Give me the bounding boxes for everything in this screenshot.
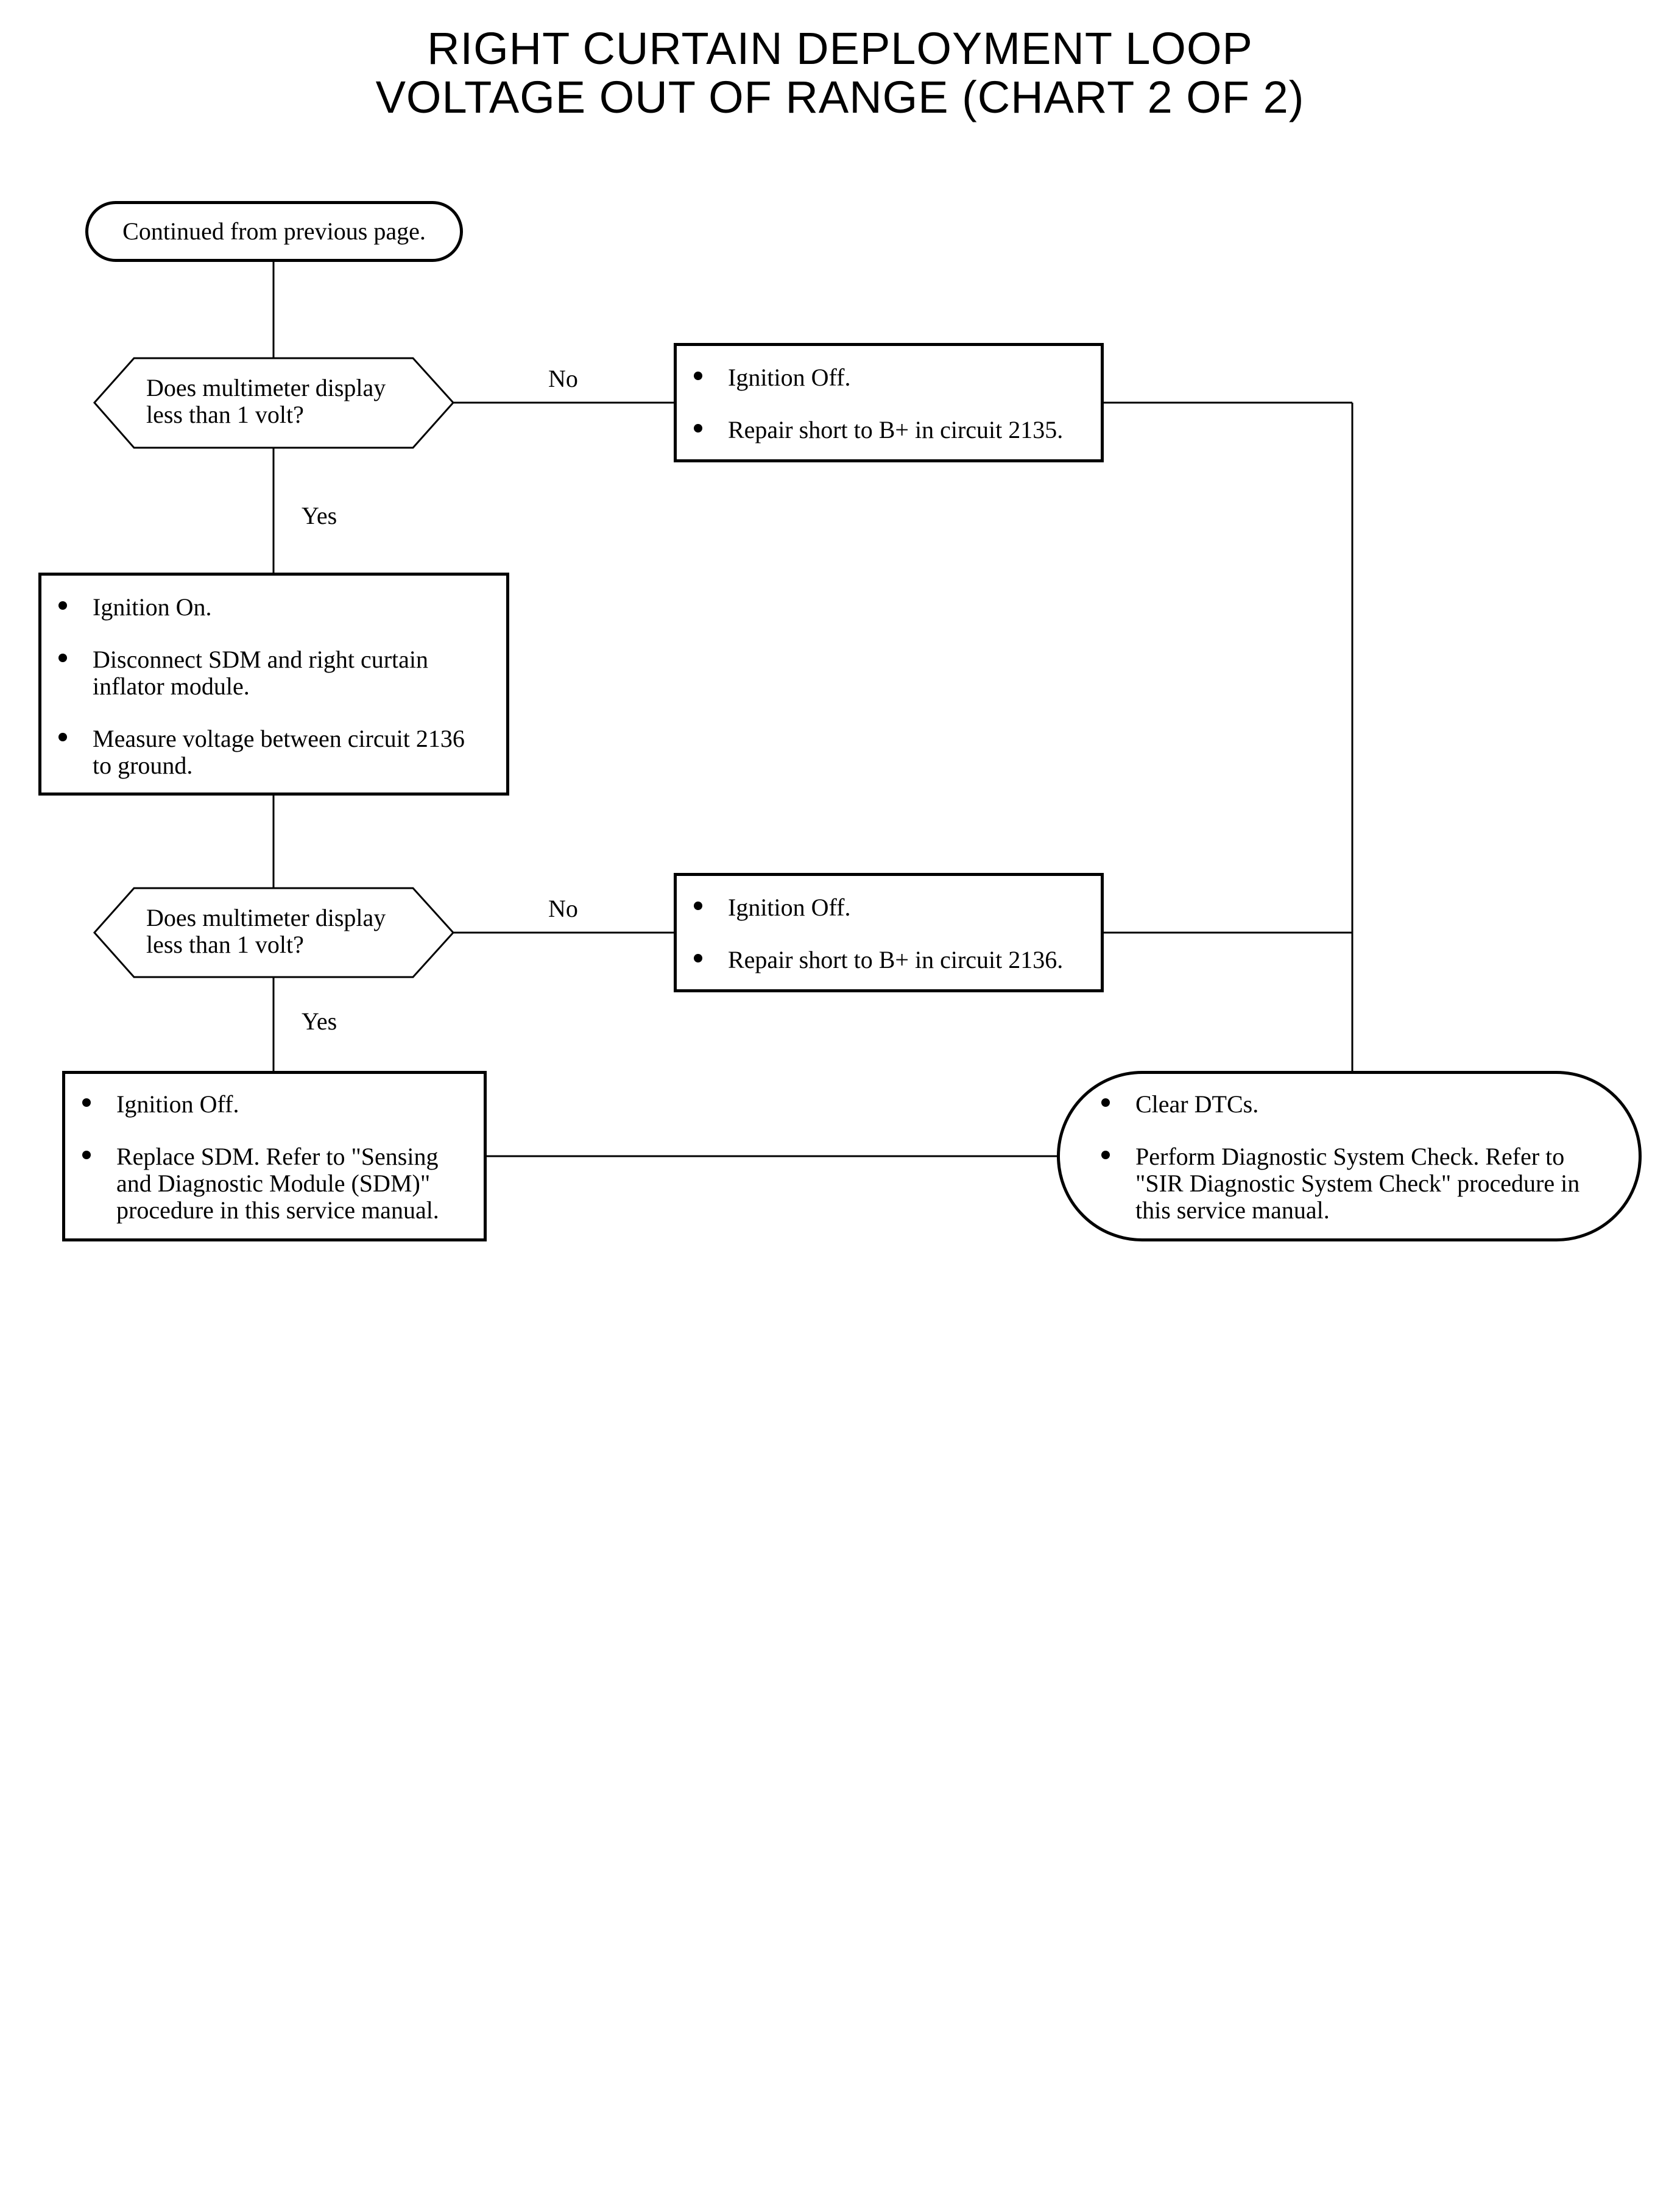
decision1-shape: [93, 357, 455, 449]
repair-2135-box: Ignition Off. Repair short to B+ in circ…: [674, 343, 1104, 462]
decision1-no-label: No: [548, 365, 578, 392]
decision1-yes-label: Yes: [302, 502, 337, 529]
repair-2136-list: Ignition Off. Repair short to B+ in circ…: [677, 894, 1089, 973]
title-line-2: VOLTAGE OUT OF RANGE (CHART 2 OF 2): [375, 72, 1305, 122]
measure-item: Disconnect SDM and right curtain inflato…: [41, 646, 494, 700]
decision2-no-label: No: [548, 895, 578, 922]
replace-sdm-item: Replace SDM. Refer to "Sensing and Diagn…: [65, 1143, 471, 1224]
end-terminator: Clear DTCs. Perform Diagnostic System Ch…: [1057, 1071, 1642, 1241]
repair-2136-item: Repair short to B+ in circuit 2136.: [677, 947, 1089, 973]
replace-sdm-item: Ignition Off.: [65, 1091, 471, 1118]
start-text: Continued from previous page.: [122, 217, 426, 245]
title-line-1: RIGHT CURTAIN DEPLOYMENT LOOP: [427, 23, 1253, 74]
measure-item: Measure voltage between circuit 2136 to …: [41, 725, 494, 779]
end-list: Clear DTCs. Perform Diagnostic System Ch…: [1084, 1091, 1596, 1224]
decision2-shape: [93, 887, 455, 978]
measure-list: Ignition On. Disconnect SDM and right cu…: [41, 594, 494, 779]
replace-sdm-box: Ignition Off. Replace SDM. Refer to "Sen…: [62, 1071, 487, 1241]
decision2-text: Does multimeter display less than 1 volt…: [146, 904, 386, 958]
end-item: Clear DTCs.: [1084, 1091, 1596, 1118]
measure-item: Ignition On.: [41, 594, 494, 621]
repair-2135-item: Repair short to B+ in circuit 2135.: [677, 417, 1089, 443]
repair-2136-box: Ignition Off. Repair short to B+ in circ…: [674, 873, 1104, 992]
end-item: Perform Diagnostic System Check. Refer t…: [1084, 1143, 1596, 1224]
decision1-text: Does multimeter display less than 1 volt…: [146, 374, 386, 428]
measure-box: Ignition On. Disconnect SDM and right cu…: [38, 573, 509, 796]
repair-2135-list: Ignition Off. Repair short to B+ in circ…: [677, 364, 1089, 443]
replace-sdm-list: Ignition Off. Replace SDM. Refer to "Sen…: [65, 1091, 471, 1224]
repair-2136-item: Ignition Off.: [677, 894, 1089, 921]
decision2-yes-label: Yes: [302, 1008, 337, 1035]
repair-2135-item: Ignition Off.: [677, 364, 1089, 391]
start-terminator: Continued from previous page.: [85, 201, 463, 262]
